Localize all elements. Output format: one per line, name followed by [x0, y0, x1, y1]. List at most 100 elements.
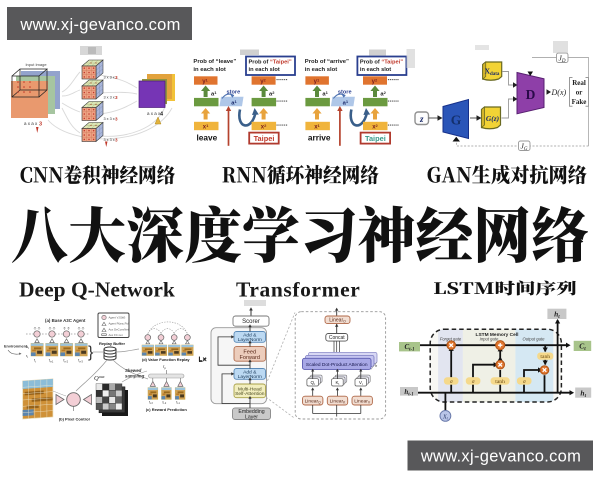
svg-text:3 x 3 x: 3 x 3 x: [104, 96, 115, 100]
svg-text:3: 3: [115, 137, 118, 142]
svg-text:Forward: Forward: [239, 355, 260, 361]
svg-text:L×: L×: [199, 357, 207, 364]
svg-text:Xdata: Xdata: [485, 67, 500, 78]
svg-text:ft-3: ft-3: [149, 401, 153, 406]
svg-text:Prob of “Taipei”: Prob of “Taipei”: [249, 60, 292, 66]
svg-text:ft+1: ft+1: [49, 359, 54, 364]
svg-text:www.xj-gevanco.com: www.xj-gevanco.com: [19, 16, 180, 34]
svg-text:Self-Attention: Self-Attention: [235, 391, 265, 397]
svg-text:ht: ht: [554, 310, 560, 321]
svg-text:x1: x1: [314, 123, 320, 131]
svg-text:Deep Q-Network: Deep Q-Network: [19, 278, 175, 302]
svg-text:Transformer: Transformer: [236, 278, 360, 302]
svg-text:Prob of “leave”: Prob of “leave”: [193, 59, 236, 65]
svg-text:ft-2: ft-2: [163, 401, 167, 406]
svg-text:ot: ot: [26, 345, 29, 350]
svg-text:arrive: arrive: [308, 133, 331, 143]
svg-text:a1: a1: [322, 90, 328, 98]
svg-text:LayerNorm: LayerNorm: [238, 374, 262, 380]
svg-text:Agent P(anc.Pol): Agent P(anc.Pol): [109, 322, 130, 326]
svg-text:ft-1: ft-1: [176, 401, 180, 406]
svg-text:Skewed: Skewed: [125, 368, 142, 373]
svg-text:LinearV: LinearV: [354, 398, 371, 404]
svg-text:Replay Buffer: Replay Buffer: [99, 341, 125, 346]
svg-text:L×: L×: [199, 356, 207, 363]
svg-text:x2: x2: [372, 123, 378, 131]
svg-text:Layer: Layer: [245, 414, 258, 420]
svg-text:Kt: Kt: [335, 380, 339, 386]
svg-text:ft: ft: [34, 359, 36, 364]
svg-text:store: store: [227, 90, 241, 96]
svg-text:JG: JG: [521, 142, 528, 153]
svg-text:store: store: [338, 90, 352, 96]
svg-text:Qaux: Qaux: [94, 374, 105, 382]
svg-text:a1: a1: [231, 99, 237, 107]
svg-text:4: 4: [160, 112, 164, 118]
svg-text:(c) Reward Prediction: (c) Reward Prediction: [146, 407, 188, 412]
svg-text:a1: a1: [211, 90, 217, 98]
svg-text:Xt: Xt: [442, 414, 449, 420]
svg-text:ft+2: ft+2: [63, 359, 68, 364]
svg-text:a1: a1: [343, 99, 349, 107]
svg-text:Aux DeConvNet: Aux DeConvNet: [109, 328, 129, 332]
svg-text:Scaled Dot-Product Attention: Scaled Dot-Product Attention: [306, 362, 368, 368]
svg-text:G: G: [451, 113, 462, 128]
svg-text:3 x 3 x: 3 x 3 x: [104, 138, 115, 142]
svg-text:a2: a2: [269, 90, 275, 98]
svg-text:Embedding: Embedding: [238, 409, 264, 415]
svg-text:(a) Base A3C Agent: (a) Base A3C Agent: [45, 318, 86, 323]
svg-text:y2: y2: [260, 77, 266, 85]
svg-text:3: 3: [39, 122, 42, 128]
svg-text:x1: x1: [203, 123, 209, 131]
svg-text:Taipei: Taipei: [365, 134, 386, 143]
svg-text:3: 3: [115, 95, 118, 100]
svg-text:Feed: Feed: [243, 349, 256, 355]
svg-text:tanh: tanh: [540, 354, 550, 360]
svg-text:LSTM Memory Cell: LSTM Memory Cell: [476, 332, 519, 338]
svg-text:ht: ht: [580, 388, 586, 399]
svg-text:Input gate: Input gate: [480, 337, 499, 342]
svg-text:in each slot: in each slot: [249, 67, 280, 73]
svg-text:Forget gate: Forget gate: [440, 337, 462, 342]
svg-text:h: h: [375, 363, 378, 368]
svg-text:y1: y1: [314, 77, 320, 85]
svg-text:(b) Pixel Control: (b) Pixel Control: [59, 417, 90, 422]
svg-text:Environment: Environment: [4, 345, 28, 349]
svg-text:Add &: Add &: [243, 332, 257, 338]
svg-text:Ct: Ct: [579, 342, 586, 353]
svg-text:3 x 3 x: 3 x 3 x: [104, 117, 115, 121]
svg-text:sampling: sampling: [125, 374, 145, 379]
svg-text:3: 3: [115, 116, 118, 121]
svg-text:σ: σ: [523, 379, 526, 385]
svg-text:rp: rp: [163, 364, 166, 370]
svg-text:Taipei: Taipei: [254, 134, 275, 143]
svg-text:in each slot: in each slot: [360, 67, 391, 73]
svg-text:Qt: Qt: [310, 380, 315, 386]
svg-text:y2: y2: [372, 77, 378, 85]
svg-text:Real: Real: [572, 79, 586, 87]
svg-text:LinearK: LinearK: [330, 398, 347, 404]
svg-text:x2: x2: [261, 123, 267, 131]
svg-text:G(z): G(z): [486, 114, 500, 123]
svg-text:Scorer: Scorer: [242, 319, 260, 325]
svg-text:Input Image: Input Image: [25, 62, 47, 67]
svg-text:rt: rt: [26, 354, 28, 359]
svg-text:a2: a2: [380, 90, 386, 98]
svg-text:ht-1: ht-1: [404, 388, 413, 398]
svg-text:LinearO: LinearO: [329, 318, 346, 324]
svg-text:in each slot: in each slot: [193, 67, 225, 73]
svg-text:LayerNorm: LayerNorm: [238, 337, 262, 343]
svg-text:Add &: Add &: [243, 369, 257, 375]
svg-text:Aux FC net: Aux FC net: [109, 333, 123, 337]
svg-text:Concat: Concat: [329, 335, 345, 341]
svg-text:(d) Value Function Replay: (d) Value Function Replay: [142, 357, 190, 362]
svg-text:Multi-Head: Multi-Head: [238, 386, 262, 392]
svg-text:Fake: Fake: [572, 98, 587, 106]
svg-text:y1: y1: [202, 77, 208, 85]
svg-text:www.xj-gevanco.com: www.xj-gevanco.com: [420, 448, 581, 466]
svg-text:in each slot: in each slot: [305, 67, 337, 73]
svg-text:Prob of “arrive”: Prob of “arrive”: [305, 59, 349, 65]
svg-text:Ct-1: Ct-1: [404, 343, 414, 353]
svg-text:Prob of “Taipei”: Prob of “Taipei”: [360, 60, 403, 66]
svg-text:σ: σ: [472, 379, 475, 385]
